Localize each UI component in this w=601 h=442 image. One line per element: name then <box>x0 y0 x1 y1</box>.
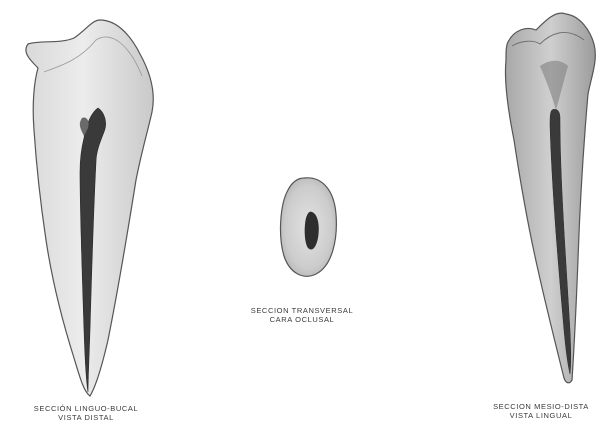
right-tooth-section <box>505 13 595 383</box>
caption-right-line2: VISTA LINGUAL <box>461 411 601 420</box>
caption-center-line1: SECCION TRANSVERSAL <box>222 306 382 315</box>
caption-center-line2: CARA OCLUSAL <box>222 315 382 324</box>
caption-left-line2: VISTA DISTAL <box>0 413 172 422</box>
center-cross-section <box>281 178 337 276</box>
left-tooth-section <box>26 20 153 396</box>
caption-left-line1: SECCIÓN LINGUO-BUCAL <box>0 404 172 413</box>
caption-mesio-distal: SECCION MESIO-DISTA VISTA LINGUAL <box>461 402 601 420</box>
caption-transversal: SECCION TRANSVERSAL CARA OCLUSAL <box>222 306 382 324</box>
caption-right-line1: SECCION MESIO-DISTA <box>461 402 601 411</box>
caption-linguo-bucal: SECCIÓN LINGUO-BUCAL VISTA DISTAL <box>0 404 172 422</box>
